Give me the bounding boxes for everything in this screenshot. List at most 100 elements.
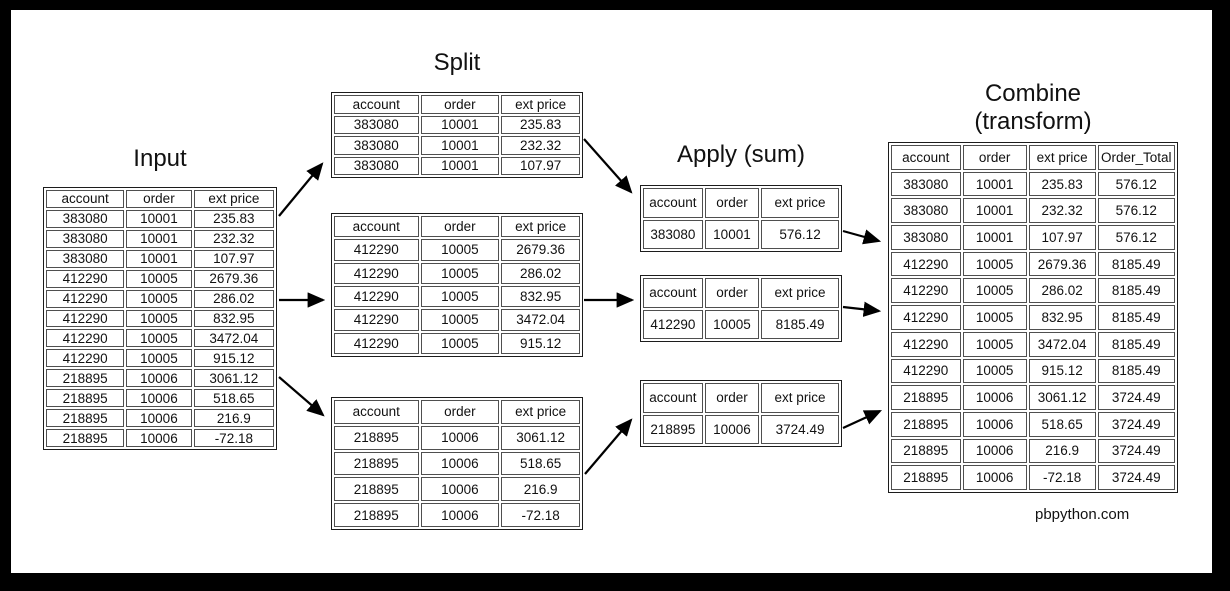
cell: 412290 bbox=[891, 305, 961, 330]
cell: 412290 bbox=[334, 332, 419, 354]
column-header: order bbox=[704, 278, 760, 308]
cell: 10005 bbox=[420, 332, 500, 354]
cell: 412290 bbox=[891, 278, 961, 304]
cell: 218895 bbox=[46, 389, 125, 408]
combine-stage-title: Combine (transform) bbox=[888, 80, 1178, 136]
cell: 232.32 bbox=[1028, 198, 1096, 224]
cell: 10006 bbox=[126, 369, 192, 388]
cell: 10001 bbox=[420, 156, 500, 175]
cell: 412290 bbox=[46, 329, 125, 348]
cell: 383080 bbox=[46, 209, 125, 228]
column-header: account bbox=[643, 383, 703, 413]
cell: 915.12 bbox=[501, 332, 580, 354]
cell: 10001 bbox=[420, 136, 500, 155]
column-header: order bbox=[962, 145, 1027, 170]
cell: 286.02 bbox=[501, 262, 580, 284]
apply-stage-title: Apply (sum) bbox=[676, 141, 806, 168]
cell: 107.97 bbox=[193, 249, 274, 268]
cell: 10005 bbox=[420, 262, 500, 284]
column-header: ext price bbox=[501, 95, 580, 114]
cell: 216.9 bbox=[193, 409, 274, 428]
cell: 232.32 bbox=[193, 229, 274, 248]
column-header: order bbox=[126, 190, 192, 208]
cell: 2679.36 bbox=[193, 269, 274, 288]
cell: 218895 bbox=[46, 369, 125, 388]
cell: 107.97 bbox=[501, 156, 580, 175]
cell: 10005 bbox=[962, 358, 1027, 384]
cell: 218895 bbox=[334, 503, 419, 527]
cell: -72.18 bbox=[1028, 465, 1096, 490]
cell: 286.02 bbox=[1028, 278, 1096, 304]
cell: 3724.49 bbox=[1097, 438, 1175, 464]
cell: -72.18 bbox=[501, 503, 580, 527]
column-header: account bbox=[46, 190, 125, 208]
cell: 10001 bbox=[126, 209, 192, 228]
cell: 576.12 bbox=[1097, 171, 1175, 197]
cell: 218895 bbox=[643, 414, 703, 444]
column-header: order bbox=[704, 383, 760, 413]
cell: 412290 bbox=[891, 331, 961, 357]
cell: 412290 bbox=[643, 309, 703, 339]
cell: 232.32 bbox=[501, 136, 580, 155]
cell: 383080 bbox=[643, 219, 703, 249]
column-header: account bbox=[891, 145, 961, 170]
cell: 8185.49 bbox=[1097, 278, 1175, 304]
cell: 8185.49 bbox=[1097, 305, 1175, 330]
cell: 235.83 bbox=[501, 115, 580, 134]
cell: 10006 bbox=[126, 389, 192, 408]
cell: 10005 bbox=[962, 331, 1027, 357]
cell: 383080 bbox=[891, 198, 961, 224]
column-header: ext price bbox=[193, 190, 274, 208]
column-header: ext price bbox=[1028, 145, 1096, 170]
cell: 10006 bbox=[704, 414, 760, 444]
cell: 576.12 bbox=[1097, 198, 1175, 224]
cell: 218895 bbox=[334, 451, 419, 476]
column-header: ext price bbox=[501, 400, 580, 424]
cell: 412290 bbox=[46, 289, 125, 308]
cell: 10005 bbox=[704, 309, 760, 339]
cell: 915.12 bbox=[1028, 358, 1096, 384]
column-header: ext price bbox=[501, 216, 580, 238]
cell: 10001 bbox=[126, 229, 192, 248]
cell: 8185.49 bbox=[1097, 251, 1175, 277]
cell: 10005 bbox=[962, 305, 1027, 330]
cell: 235.83 bbox=[193, 209, 274, 228]
cell: 286.02 bbox=[193, 289, 274, 308]
column-header: account bbox=[643, 278, 703, 308]
cell: -72.18 bbox=[193, 429, 274, 447]
cell: 10006 bbox=[962, 465, 1027, 490]
cell: 383080 bbox=[46, 229, 125, 248]
cell: 3724.49 bbox=[761, 414, 839, 444]
cell: 383080 bbox=[334, 136, 419, 155]
cell: 576.12 bbox=[1097, 225, 1175, 250]
cell: 2679.36 bbox=[1028, 251, 1096, 277]
cell: 915.12 bbox=[193, 349, 274, 368]
